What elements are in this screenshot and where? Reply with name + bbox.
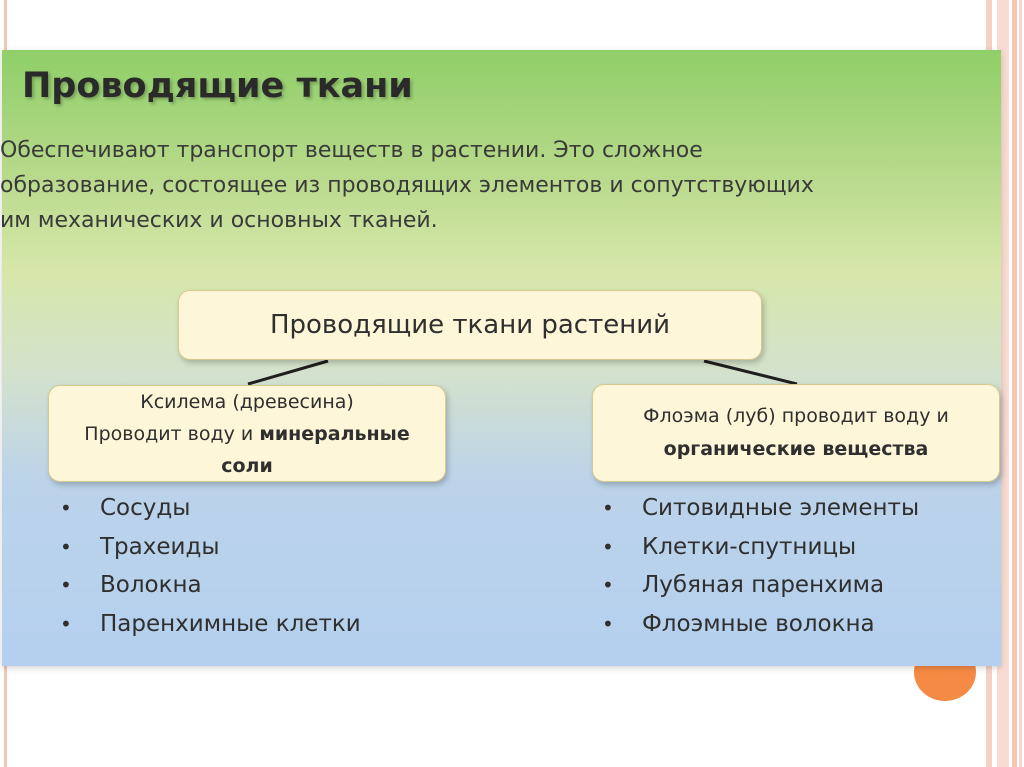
description-line-2: образование, состоящее из проводящих эле…	[0, 173, 814, 198]
root-node-label: Проводящие ткани растений	[269, 310, 671, 340]
phloem-title: Флоэма (луб) проводит воду и	[643, 405, 949, 427]
list-item: Ситовидные элементы	[594, 489, 919, 528]
list-item: Флоэмные волокна	[594, 605, 919, 644]
list-item: Клетки-спутницы	[594, 528, 919, 567]
phloem-node-box: Флоэма (луб) проводит воду и органически…	[592, 384, 1000, 482]
xylem-function-prefix: Проводит воду и	[84, 422, 260, 445]
xylem-title: Ксилема (древесина)	[140, 390, 354, 413]
xylem-function-bold-end: соли	[221, 454, 273, 477]
xylem-components-list: Сосуды Трахеиды Волокна Паренхимные клет…	[52, 489, 361, 644]
list-item: Волокна	[52, 566, 361, 605]
description-line-3: им механических и основных тканей.	[0, 208, 438, 233]
xylem-function-line: Проводит воду и минеральные	[49, 418, 445, 450]
xylem-function-bold: минеральные	[259, 422, 410, 445]
right-decor-stripe-3	[1012, 0, 1017, 767]
phloem-function-bold: органические вещества	[663, 438, 929, 460]
slide-description: Обеспечивают транспорт веществ в растени…	[0, 133, 990, 238]
list-item: Трахеиды	[52, 528, 361, 567]
list-item: Паренхимные клетки	[52, 605, 361, 644]
root-node-box: Проводящие ткани растений	[178, 290, 762, 360]
list-item: Лубяная паренхима	[594, 566, 919, 605]
xylem-node-box: Ксилема (древесина) Проводит воду и мине…	[48, 385, 446, 482]
description-line-1: Обеспечивают транспорт веществ в растени…	[0, 138, 703, 163]
phloem-components-list: Ситовидные элементы Клетки-спутницы Лубя…	[594, 489, 919, 644]
right-decor-stripe-4	[1019, 0, 1022, 767]
list-item: Сосуды	[52, 489, 361, 528]
slide-title: Проводящие ткани	[22, 66, 413, 106]
